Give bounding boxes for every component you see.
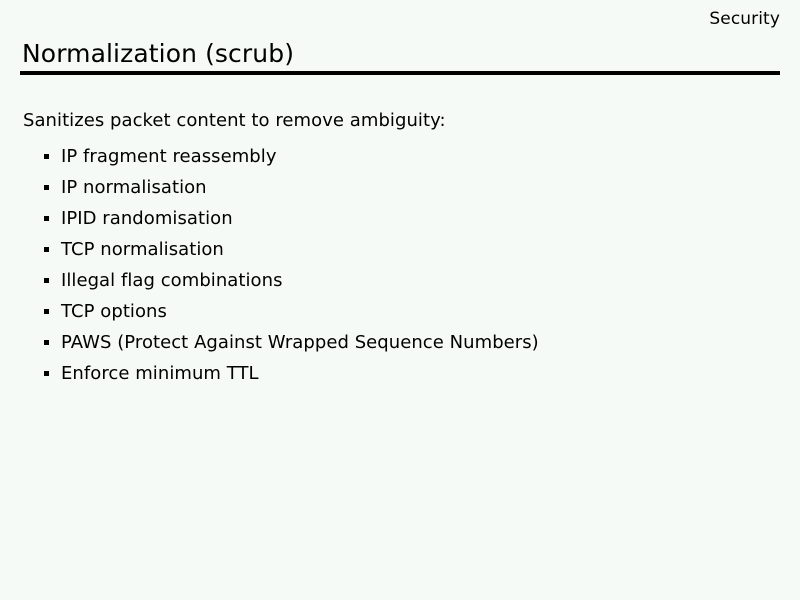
list-item-label: IPID randomisation — [61, 208, 233, 229]
square-bullet-icon — [44, 309, 49, 314]
list-item: Illegal flag combinations — [44, 265, 539, 296]
intro-text: Sanitizes packet content to remove ambig… — [23, 110, 446, 131]
list-item-label: PAWS (Protect Against Wrapped Sequence N… — [61, 332, 539, 353]
slide-header-label: Security — [709, 9, 780, 29]
list-item-label: IP fragment reassembly — [61, 146, 277, 167]
bullet-list: IP fragment reassembly IP normalisation … — [44, 141, 539, 389]
list-item: IPID randomisation — [44, 203, 539, 234]
list-item: IP fragment reassembly — [44, 141, 539, 172]
list-item-label: TCP options — [61, 301, 167, 322]
list-item-label: TCP normalisation — [61, 239, 224, 260]
list-item-label: Enforce minimum TTL — [61, 363, 259, 384]
list-item: PAWS (Protect Against Wrapped Sequence N… — [44, 327, 539, 358]
square-bullet-icon — [44, 340, 49, 345]
square-bullet-icon — [44, 216, 49, 221]
list-item-label: Illegal flag combinations — [61, 270, 283, 291]
page-title: Normalization (scrub) — [22, 39, 295, 68]
square-bullet-icon — [44, 185, 49, 190]
square-bullet-icon — [44, 278, 49, 283]
list-item: IP normalisation — [44, 172, 539, 203]
square-bullet-icon — [44, 371, 49, 376]
title-divider — [20, 71, 780, 75]
square-bullet-icon — [44, 247, 49, 252]
list-item: TCP normalisation — [44, 234, 539, 265]
square-bullet-icon — [44, 154, 49, 159]
list-item: TCP options — [44, 296, 539, 327]
list-item: Enforce minimum TTL — [44, 358, 539, 389]
list-item-label: IP normalisation — [61, 177, 207, 198]
